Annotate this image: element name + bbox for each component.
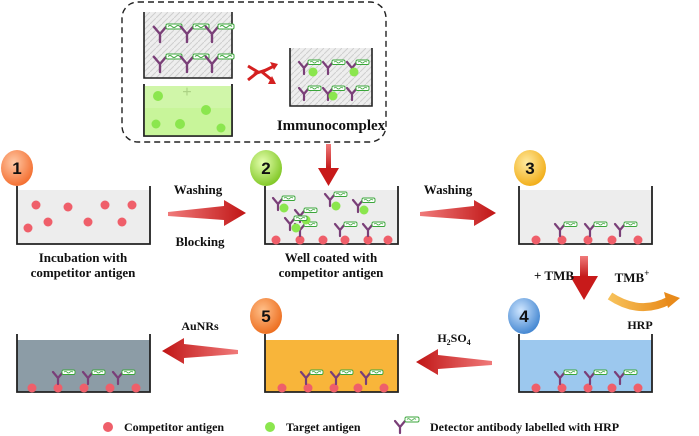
immunocomplex-panel — [121, 1, 387, 143]
well-coated-label-line1: Well coated with — [285, 250, 378, 265]
hrp-reaction-arrow — [607, 292, 680, 312]
step-2-badge: 2 — [250, 150, 282, 186]
arrow-step5-to-final — [162, 338, 238, 364]
washing-label-2: Washing — [424, 182, 473, 197]
aunrs-label: AuNRs — [181, 319, 219, 333]
h2so4-label: H2SO4 — [437, 331, 470, 347]
tmb-add-label: + TMB — [534, 268, 574, 283]
legend-detector-icon — [393, 416, 420, 435]
blocking-label: Blocking — [175, 234, 225, 249]
target-antigen-well — [143, 84, 233, 137]
washing-label-1: Washing — [174, 182, 223, 197]
antibody-solution-well — [143, 12, 236, 79]
svg-text:4: 4 — [519, 307, 529, 326]
legend-detector-label: Detector antibody labelled with HRP — [430, 420, 619, 434]
well-1 — [16, 186, 151, 245]
arrow-step2-to-step3 — [420, 200, 496, 226]
well-2 — [264, 186, 399, 245]
svg-text:3: 3 — [525, 159, 534, 178]
svg-text:1: 1 — [12, 159, 21, 178]
arrow-step4-to-step5 — [416, 349, 492, 375]
arrow-step3-to-step4 — [570, 256, 598, 300]
incubation-label-line1: Incubation with — [39, 250, 128, 265]
step-4-badge: 4 — [508, 298, 540, 334]
down-arrow-to-step2 — [318, 144, 339, 186]
legend: Competitor antigen Target antigen Detect… — [103, 416, 619, 435]
step-3-badge: 3 — [514, 150, 546, 186]
well-4 — [518, 334, 653, 393]
well-5 — [264, 334, 399, 393]
svg-text:5: 5 — [261, 307, 270, 326]
merge-arrow-icon — [247, 62, 278, 84]
well-3 — [518, 186, 653, 245]
svg-text:2: 2 — [261, 159, 270, 178]
legend-target-label: Target antigen — [286, 420, 361, 434]
immunocomplex-label: Immunocomplex — [277, 118, 386, 134]
arrow-step1-to-step2 — [168, 200, 246, 226]
well-coated-label-line2: competitor antigen — [279, 265, 385, 280]
hrp-label: HRP — [627, 318, 652, 332]
legend-competitor-label: Competitor antigen — [124, 420, 224, 434]
step-5-badge: 5 — [250, 298, 282, 334]
legend-target-swatch — [265, 422, 275, 432]
step-1-badge: 1 — [1, 150, 33, 186]
immunocomplex-well — [289, 48, 373, 107]
incubation-label-line2: competitor antigen — [31, 265, 137, 280]
legend-competitor-swatch — [103, 422, 113, 432]
tmb-plus-label: TMB+ — [615, 268, 650, 285]
final-well — [16, 334, 151, 393]
